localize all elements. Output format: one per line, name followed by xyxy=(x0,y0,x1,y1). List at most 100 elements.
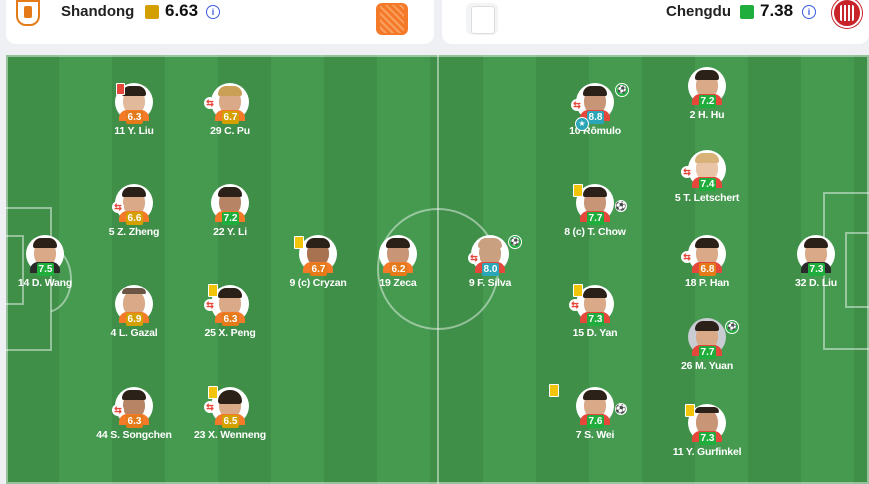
player-name: 2 H. Hu xyxy=(689,109,725,121)
player-name: 19 Zeca xyxy=(379,277,417,289)
away-team-card: Chengdu 7.38 i xyxy=(442,0,869,44)
player-name: 9 F. Silva xyxy=(468,277,512,289)
rating-badge: 6.3 xyxy=(126,415,143,428)
avatar: 7.2 xyxy=(211,184,249,225)
player-name: 29 C. Pu xyxy=(210,125,250,137)
substitution-icon: ⇆ xyxy=(681,251,693,263)
player-z-zheng[interactable]: 6.6 5 Z. Zheng ⇆ xyxy=(74,184,194,238)
player-romulo[interactable]: 8.8 10 Rômulo ⚽ ⇆ ★ xyxy=(535,83,655,137)
rating-badge: 7.2 xyxy=(699,95,716,108)
red-card-icon xyxy=(116,83,125,95)
yellow-card-icon xyxy=(294,236,304,249)
avatar: 6.2 xyxy=(379,235,417,276)
player-c-pu[interactable]: 6.7 29 C. Pu ⇆ xyxy=(170,83,290,137)
player-y-gurfinkel[interactable]: 7.3 11 Y. Gurfinkel xyxy=(647,404,767,458)
player-y-li[interactable]: 7.2 22 Y. Li xyxy=(170,184,290,238)
player-d-liu[interactable]: 7.3 32 D. Liu xyxy=(756,235,869,289)
substitution-icon: ⇆ xyxy=(112,201,124,213)
player-x-wenneng[interactable]: 6.5 23 X. Wenneng ⇆ xyxy=(170,386,290,441)
rating-badge: 7.3 xyxy=(699,432,716,445)
player-p-han[interactable]: 6.8 18 P. Han ⇆ xyxy=(647,235,767,289)
away-kit-icon xyxy=(466,3,498,35)
avatar: 6.3 xyxy=(115,83,153,124)
injury-icon: ⚽ xyxy=(615,403,627,415)
player-zeca[interactable]: 6.2 19 Zeca xyxy=(338,235,458,289)
man-of-the-match-icon: ★ xyxy=(575,117,589,131)
player-h-hu[interactable]: 7.2 2 H. Hu xyxy=(647,67,767,121)
avatar: 8.8 xyxy=(576,83,614,124)
avatar: 7.6 xyxy=(576,387,614,428)
substitution-icon: ⇆ xyxy=(204,97,216,109)
goal-icon: ⚽ xyxy=(725,320,739,334)
home-kit-icon xyxy=(376,3,408,35)
player-t-letschert[interactable]: 7.4 5 T. Letschert ⇆ xyxy=(647,150,767,204)
avatar: 7.3 xyxy=(688,404,726,445)
rating-badge: 7.3 xyxy=(587,313,604,326)
player-name: 11 Y. Gurfinkel xyxy=(672,446,742,458)
player-name: 5 Z. Zheng xyxy=(108,226,160,238)
player-s-songchen[interactable]: 6.3 44 S. Songchen ⇆ xyxy=(74,387,194,441)
pitch-outline xyxy=(6,55,869,484)
right-goal-area xyxy=(845,232,869,308)
player-m-yuan[interactable]: 7.7 26 M. Yuan ⚽ xyxy=(647,318,767,372)
rating-badge: 7.4 xyxy=(699,178,716,191)
avatar: 7.5 xyxy=(26,235,64,276)
info-icon[interactable]: i xyxy=(206,5,220,19)
rating-badge: 7.5 xyxy=(37,263,54,276)
yellow-card-icon xyxy=(208,386,218,399)
player-name: 26 M. Yuan xyxy=(680,360,734,372)
info-icon[interactable]: i xyxy=(802,5,816,19)
yellow-card-icon xyxy=(685,404,695,417)
yellow-card-icon xyxy=(573,184,583,197)
player-s-wei[interactable]: 7.6 7 S. Wei ⚽ xyxy=(535,384,655,441)
player-t-chow[interactable]: 7.7 8 (c) T. Chow ⚽ xyxy=(535,184,655,238)
rating-badge: 7.2 xyxy=(222,212,239,225)
player-f-silva[interactable]: 8.0 9 F. Silva ⚽ ⇆ xyxy=(430,235,550,289)
rating-badge: 6.6 xyxy=(126,212,143,225)
player-name: 32 D. Liu xyxy=(795,277,837,289)
avatar: 6.7 xyxy=(211,83,249,124)
rating-badge: 7.6 xyxy=(587,415,604,428)
substitution-icon: ⇆ xyxy=(112,404,124,416)
avatar: 6.5 xyxy=(211,387,249,428)
player-d-wang[interactable]: 7.5 14 D. Wang xyxy=(6,235,105,289)
rating-badge: 7.7 xyxy=(587,212,604,225)
player-name: 14 D. Wang xyxy=(17,277,73,289)
player-name: 8 (c) T. Chow xyxy=(564,226,626,238)
goal-icon: ⚽ xyxy=(615,83,629,97)
yellow-card-icon xyxy=(208,284,218,297)
player-name: 22 Y. Li xyxy=(213,226,247,238)
avatar: 6.9 xyxy=(115,285,153,326)
avatar: 7.3 xyxy=(797,235,835,276)
player-name: 9 (c) Cryzan xyxy=(289,277,347,289)
avatar: 7.2 xyxy=(688,67,726,108)
home-team-name[interactable]: Shandong xyxy=(61,3,135,20)
player-name: 15 D. Yan xyxy=(572,327,618,339)
avatar: 6.7 xyxy=(299,235,337,276)
rating-badge: 6.9 xyxy=(126,313,143,326)
avatar: 8.0 xyxy=(471,235,509,276)
substitution-icon: ⇆ xyxy=(569,299,581,311)
avatar: 6.6 xyxy=(115,184,153,225)
yellow-card-icon xyxy=(549,384,559,397)
rating-badge: 6.7 xyxy=(310,263,327,276)
player-cryzan[interactable]: 6.7 9 (c) Cryzan xyxy=(258,235,378,289)
rating-badge: 8.8 xyxy=(587,111,604,124)
away-team-name[interactable]: Chengdu xyxy=(666,3,731,20)
player-x-peng[interactable]: 6.3 25 X. Peng ⇆ xyxy=(170,284,290,339)
left-penalty-area xyxy=(6,207,52,351)
player-d-yan[interactable]: 7.3 15 D. Yan ⇆ xyxy=(535,284,655,339)
rating-badge: 6.8 xyxy=(699,263,716,276)
rating-badge: 6.2 xyxy=(390,263,407,276)
avatar: 7.4 xyxy=(688,150,726,191)
substitution-icon: ⇆ xyxy=(681,166,693,178)
avatar: 6.3 xyxy=(115,387,153,428)
player-l-gazal[interactable]: 6.9 4 L. Gazal xyxy=(74,285,194,339)
rating-badge: 7.3 xyxy=(808,263,825,276)
player-name: 23 X. Wenneng xyxy=(194,429,266,441)
player-name: 10 Rômulo xyxy=(569,125,621,137)
football-pitch: 6.3 11 Y. Liu 6.7 29 C. Pu ⇆ 6.6 5 Z. Zh… xyxy=(6,55,869,484)
player-name: 11 Y. Liu xyxy=(114,125,154,137)
player-y-liu[interactable]: 6.3 11 Y. Liu xyxy=(74,83,194,137)
rating-badge: 6.3 xyxy=(126,111,143,124)
